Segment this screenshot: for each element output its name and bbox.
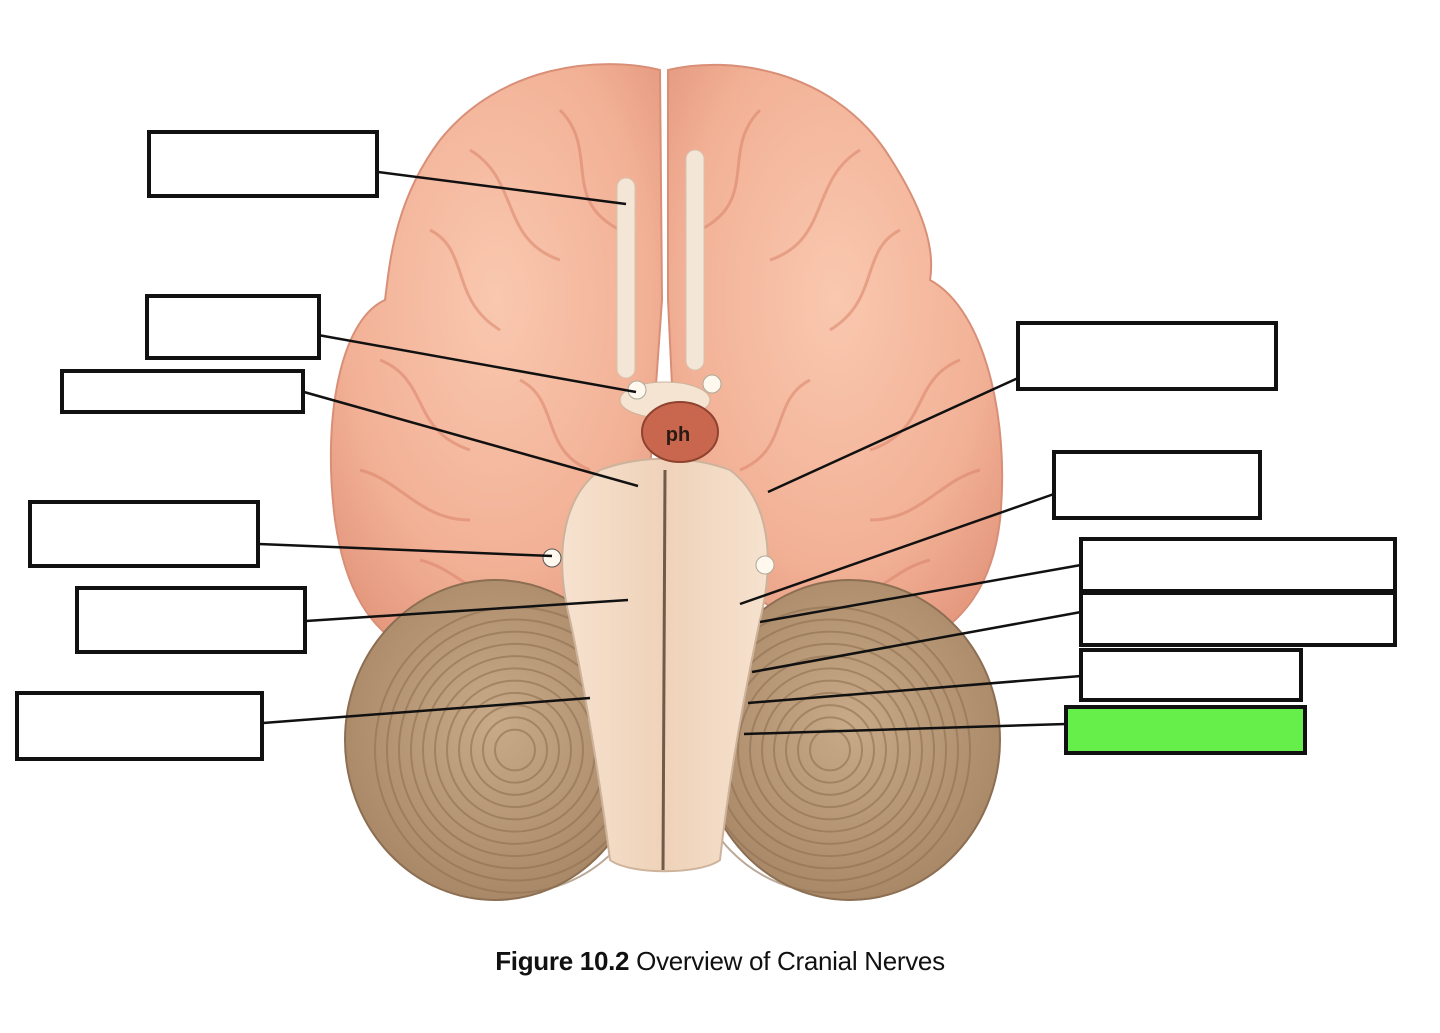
nerve-stub-oculomotor [702, 374, 722, 394]
folium-line [458, 691, 572, 809]
folium-line [737, 655, 923, 845]
olfactory-tract-left [616, 177, 636, 379]
leader-left-6 [262, 696, 591, 725]
folium-line [785, 704, 875, 796]
leader-right-5 [747, 674, 1082, 705]
figure-caption: Figure 10.2 Overview of Cranial Nerves [0, 946, 1440, 977]
caption-number: Figure 10.2 [495, 946, 630, 976]
pituitary-mark: ph [666, 424, 690, 446]
pituitary-gland [641, 401, 719, 463]
label-box-left-5[interactable] [75, 586, 307, 654]
folium-line [761, 679, 899, 821]
label-box-right-3[interactable] [1079, 537, 1397, 593]
leader-left-5 [305, 598, 629, 623]
nerve-stub-facial [755, 555, 775, 575]
cerebellum [344, 579, 1001, 901]
olfactory-tract-right [685, 149, 705, 371]
label-box-right-2[interactable] [1052, 450, 1262, 520]
nerve-stub-trigeminal [542, 548, 562, 568]
folium-line [482, 716, 548, 784]
folium-line [797, 716, 863, 784]
leader-right-4 [751, 610, 1082, 674]
folium-line [773, 691, 887, 809]
pituitary: ph [641, 401, 719, 463]
label-box-right-6-highlighted[interactable] [1064, 705, 1307, 755]
sulci-left [359, 108, 621, 602]
leader-right-3 [759, 563, 1082, 624]
leader-right-6 [743, 722, 1067, 736]
leader-right-1 [767, 376, 1019, 494]
folium-line [809, 728, 851, 772]
label-box-left-3[interactable] [60, 369, 305, 414]
label-box-right-5[interactable] [1079, 648, 1303, 702]
label-box-left-6[interactable] [15, 691, 264, 761]
midline [661, 469, 667, 871]
leader-left-1 [377, 170, 627, 206]
caption-text: Overview of Cranial Nerves [636, 946, 945, 976]
label-box-left-4[interactable] [28, 500, 260, 568]
folium-line [446, 679, 584, 821]
label-box-left-1[interactable] [147, 130, 379, 198]
leader-lines [258, 170, 1082, 736]
leader-right-2 [739, 492, 1055, 606]
label-box-left-2[interactable] [145, 294, 321, 360]
folium-line [494, 728, 536, 772]
leader-left-2 [317, 333, 637, 394]
folium-line [470, 704, 560, 796]
label-box-right-1[interactable] [1016, 321, 1278, 391]
leader-left-4 [258, 542, 553, 558]
label-box-right-4[interactable] [1079, 591, 1397, 647]
leader-left-3 [303, 390, 639, 488]
sulci-right [699, 108, 981, 602]
folium-line [749, 667, 911, 833]
